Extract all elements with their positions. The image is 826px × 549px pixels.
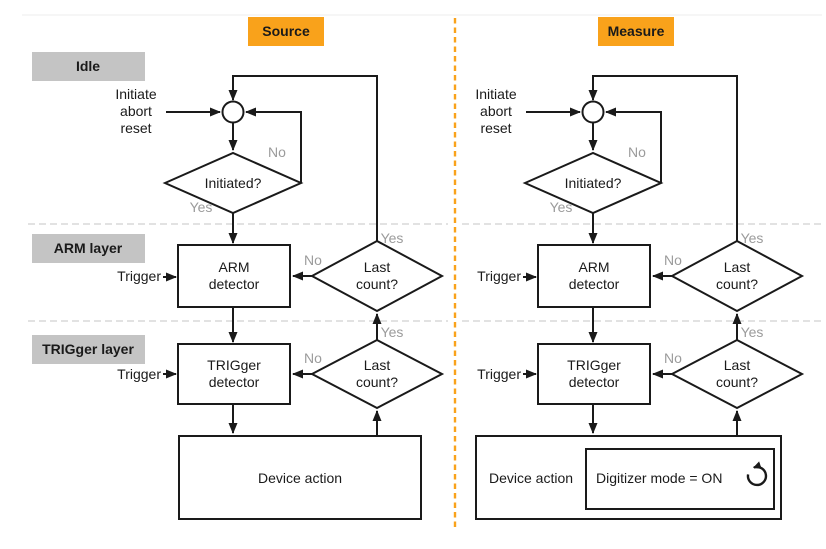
- trig-lastcount-no-label: No: [304, 350, 322, 366]
- initiated-decision-diamond: [522, 151, 664, 215]
- initiated-yes-label: Yes: [550, 199, 573, 215]
- trig-lastcount-diamond: [309, 338, 445, 410]
- trigger-detector-label: TRIGger: [207, 357, 261, 373]
- trigger-trigger-input-label: Trigger: [117, 366, 161, 382]
- source-flow: Initiate abort reset Initiated? No Yes A…: [115, 75, 445, 436]
- trig-lastcount-label: count?: [356, 374, 398, 390]
- source-title-badge: [248, 17, 324, 46]
- measure-title-label: Measure: [608, 23, 665, 39]
- arm-lastcount-label: count?: [716, 276, 758, 292]
- arm-lastcount-yes-label: Yes: [381, 230, 404, 246]
- source-device-action-box: [178, 435, 422, 520]
- arm-lastcount-diamond: [309, 239, 445, 313]
- arm-lastcount-label: count?: [356, 276, 398, 292]
- trig-lastcount-yes-label: Yes: [381, 324, 404, 340]
- junction-node: [581, 100, 605, 124]
- measure-device-action-label: Device action: [489, 470, 573, 486]
- source-device-action-label: Device action: [258, 470, 342, 486]
- idle-layer-label: Idle: [76, 58, 100, 74]
- arm-detector-label: detector: [209, 276, 260, 292]
- arm-detector-label: ARM: [218, 259, 249, 275]
- measure-flow: Initiate abort reset Initiated? No Yes A…: [475, 75, 805, 436]
- arm-detector-label: detector: [569, 276, 620, 292]
- initiated-question-label: Initiated?: [565, 175, 622, 191]
- junction-node: [221, 100, 245, 124]
- digitizer-mode-label: Digitizer mode = ON: [596, 470, 722, 486]
- arm-lastcount-label: Last: [724, 259, 751, 275]
- abort-label: abort: [120, 103, 152, 119]
- trigger-detector-label: TRIGger: [567, 357, 621, 373]
- trigger-trigger-input-label: Trigger: [477, 366, 521, 382]
- trig-lastcount-label: Last: [364, 357, 391, 373]
- arm-lastcount-yes-label: Yes: [741, 230, 764, 246]
- source-title-label: Source: [262, 23, 310, 39]
- arm-lastcount-label: Last: [364, 259, 391, 275]
- measure-title-badge: [598, 17, 674, 46]
- arm-detector-label: ARM: [578, 259, 609, 275]
- arm-lastcount-no-label: No: [664, 252, 682, 268]
- connector-lastcount-yes-to-junction: [588, 75, 738, 241]
- idle-layer-badge: [32, 52, 145, 81]
- trig-lastcount-label: count?: [716, 374, 758, 390]
- initiated-decision-diamond: [162, 151, 304, 215]
- rotate-ccw-icon: [746, 461, 768, 487]
- arm-layer-label: ARM layer: [54, 240, 123, 256]
- trigger-detector-box: [177, 343, 291, 405]
- connector-initiated-no-loop: [605, 107, 662, 183]
- trigger-detector-box: [537, 343, 651, 405]
- initiated-question-label: Initiated?: [205, 175, 262, 191]
- initiate-label: Initiate: [115, 86, 156, 102]
- arm-lastcount-no-label: No: [304, 252, 322, 268]
- arm-trigger-input-label: Trigger: [117, 268, 161, 284]
- arm-lastcount-diamond: [669, 239, 805, 313]
- trig-lastcount-yes-label: Yes: [741, 324, 764, 340]
- trigger-layer-badge: [32, 335, 145, 364]
- arm-detector-box: [537, 244, 651, 308]
- reset-label: reset: [480, 120, 511, 136]
- initiated-yes-label: Yes: [190, 199, 213, 215]
- trigger-detector-label: detector: [569, 374, 620, 390]
- arm-trigger-input-label: Trigger: [477, 268, 521, 284]
- connector-initiated-no-loop: [245, 107, 302, 183]
- connector-lastcount-yes-to-junction: [228, 75, 378, 241]
- abort-label: abort: [480, 103, 512, 119]
- trig-lastcount-label: Last: [724, 357, 751, 373]
- rotate-ccw-icon-arc: [746, 461, 768, 487]
- arm-layer-badge: [32, 234, 145, 263]
- trig-lastcount-diamond: [669, 338, 805, 410]
- trigger-layer-label: TRIGger layer: [42, 341, 134, 357]
- digitizer-mode-box: [585, 448, 775, 510]
- reset-label: reset: [120, 120, 151, 136]
- trigger-detector-label: detector: [209, 374, 260, 390]
- trig-lastcount-no-label: No: [664, 350, 682, 366]
- initiate-label: Initiate: [475, 86, 516, 102]
- initiated-no-label: No: [268, 144, 286, 160]
- initiated-no-label: No: [628, 144, 646, 160]
